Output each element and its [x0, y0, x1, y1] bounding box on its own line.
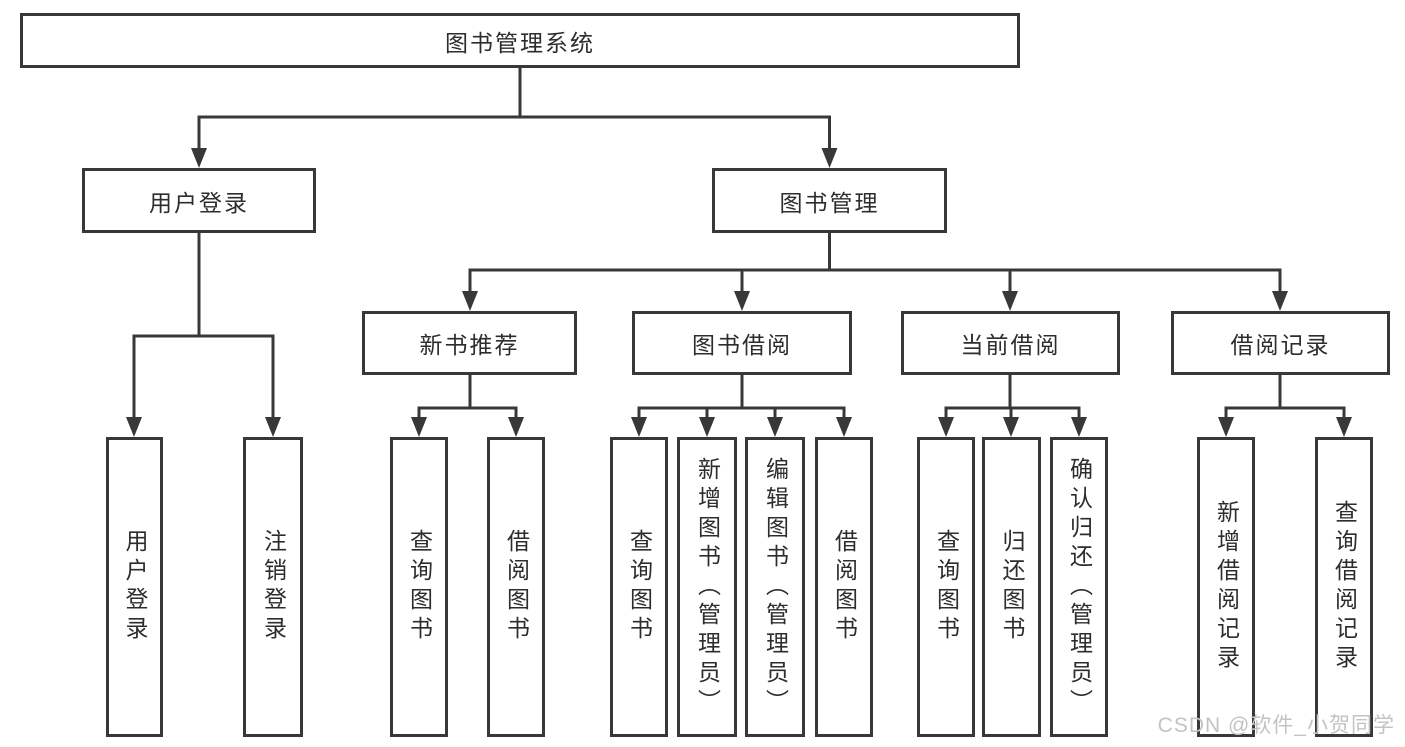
leaf-label: 新增图书（管理员）: [694, 456, 721, 718]
node-label: 图书管理系统: [445, 29, 595, 56]
leaf-add-borrow-record: 新增借阅记录: [1197, 437, 1255, 737]
leaf-logout-login: 注销登录: [243, 437, 303, 737]
leaf-label: 查询图书: [406, 529, 433, 645]
leaf-borrow-book: 借阅图书: [815, 437, 873, 737]
node-label: 用户登录: [149, 189, 249, 216]
leaf-query-borrow-record: 查询借阅记录: [1315, 437, 1373, 737]
leaf-label: 借阅图书: [831, 529, 858, 645]
node-current-borrow: 当前借阅: [901, 311, 1120, 375]
node-label: 新书推荐: [419, 332, 520, 358]
leaf-label: 确认归还（管理员）: [1066, 456, 1093, 718]
leaf-label: 查询借阅记录: [1331, 500, 1358, 674]
leaf-label: 用户登录: [122, 529, 148, 645]
node-label: 图书借阅: [692, 332, 792, 358]
node-label: 图书管理: [779, 189, 880, 216]
leaf-borrow-book-recommend: 借阅图书: [487, 437, 545, 737]
arrowhead-icons: [126, 148, 1352, 437]
node-book-management: 图书管理: [712, 168, 947, 233]
leaf-add-book-admin: 新增图书（管理员）: [677, 437, 737, 737]
node-label: 借阅记录: [1230, 332, 1331, 358]
node-user-login: 用户登录: [82, 168, 316, 233]
node-label: 当前借阅: [960, 332, 1061, 358]
csdn-watermark: CSDN @软件_小贺同学: [1157, 714, 1395, 737]
leaf-label: 查询图书: [933, 529, 960, 645]
leaf-return-book: 归还图书: [982, 437, 1041, 737]
leaf-label: 注销登录: [260, 529, 287, 645]
leaf-query-book-recommend: 查询图书: [390, 437, 448, 737]
node-new-book-recommend: 新书推荐: [362, 311, 577, 375]
leaf-label: 编辑图书（管理员）: [762, 456, 789, 718]
node-library-management-system: 图书管理系统: [20, 13, 1020, 68]
leaf-user-login: 用户登录: [106, 437, 163, 737]
node-borrow-record: 借阅记录: [1171, 311, 1390, 375]
node-book-borrow: 图书借阅: [632, 311, 852, 375]
leaf-label: 归还图书: [999, 529, 1025, 645]
leaf-edit-book-admin: 编辑图书（管理员）: [745, 437, 805, 737]
leaf-query-book-current: 查询图书: [917, 437, 975, 737]
leaf-confirm-return-admin: 确认归还（管理员）: [1050, 437, 1108, 737]
leaf-label: 新增借阅记录: [1213, 500, 1240, 674]
leaf-label: 借阅图书: [503, 529, 530, 645]
leaf-label: 查询图书: [626, 529, 653, 645]
leaf-query-book-borrow: 查询图书: [610, 437, 668, 737]
